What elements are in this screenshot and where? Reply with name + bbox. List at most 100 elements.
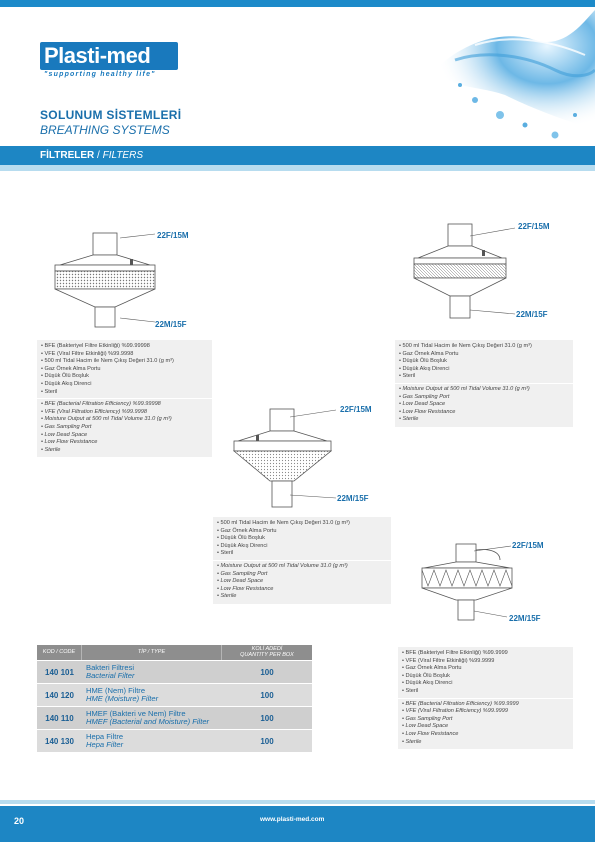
- row-qty: 100: [260, 667, 274, 677]
- product-3-specs: 500 ml Tidal Hacim ile Nem Çıkış Değeri …: [213, 517, 391, 604]
- row-qty: 100: [260, 736, 274, 746]
- bacterial-filter-drawing: [54, 232, 156, 328]
- feature-item: Gaz Örnek Alma Portu: [399, 351, 569, 359]
- feature-item: Gaz Örnek Alma Portu: [402, 665, 569, 673]
- feature-item: Low Dead Space: [399, 401, 569, 409]
- hepa-filter-drawing: [421, 543, 513, 621]
- feature-item: Steril: [402, 688, 569, 696]
- col-header-code: KOD / CODE: [37, 645, 82, 660]
- feature-item: Low Dead Space: [217, 578, 387, 586]
- divider: [213, 559, 391, 561]
- feature-item: 500 ml Tidal Hacim ile Nem Çıkış Değeri …: [217, 520, 387, 528]
- product-4-top-connector: 22F/15M: [512, 541, 544, 550]
- divider: [395, 382, 573, 384]
- product-1-specs: BFE (Bakteriyel Filtre Etkinliği) %99.99…: [37, 340, 212, 458]
- feature-item: Düşük Ölü Boşluk: [41, 373, 208, 381]
- col-header-qty-en: QUANTITY PER BOX: [240, 651, 294, 658]
- table-body: 140 101 Bakteri Filtresi Bacterial Filte…: [37, 660, 312, 752]
- website-link[interactable]: www.plasti-med.com: [260, 816, 325, 823]
- feature-item: Low Flow Resistance: [399, 409, 569, 417]
- product-3-leader-lines: [290, 409, 337, 499]
- hme-filter-drawing: [413, 223, 507, 319]
- feature-item: Düşük Akış Direnci: [399, 366, 569, 374]
- feature-item: VFE (Viral Filtre Etkinliği) %99.9999: [402, 658, 569, 666]
- feature-item: VFE (Viral Filtration Efficiency) %99.99…: [402, 708, 569, 716]
- section-title-tr: FİLTRELER: [40, 150, 95, 161]
- page-title-tr: SOLUNUM SİSTEMLERİ: [40, 108, 182, 122]
- feature-item: Low Dead Space: [402, 723, 569, 731]
- feature-item: VFE (Viral Filtration Efficiency) %99.99…: [41, 409, 208, 417]
- footer-bar: [0, 806, 595, 842]
- section-header-bar: [0, 146, 595, 165]
- product-1-features-en: BFE (Bacterial Filtration Efficiency) %9…: [41, 401, 208, 454]
- col-header-type: TİP / TYPE: [82, 645, 222, 660]
- product-3-features-tr: 500 ml Tidal Hacim ile Nem Çıkış Değeri …: [217, 520, 387, 558]
- col-header-qty-tr: KOLİ ADEDİ: [251, 646, 283, 652]
- section-title-en: FILTERS: [102, 150, 143, 161]
- feature-item: Low Flow Resistance: [217, 586, 387, 594]
- row-type-tr: Bakteri Filtresi: [86, 663, 135, 672]
- section-title: FİLTRELER / FILTERS: [40, 150, 143, 161]
- feature-item: Sterile: [399, 416, 569, 424]
- brand-logo: Plasti-med "supporting healthy life": [40, 42, 178, 82]
- row-type: Hepa Filtre Hepa Filter: [82, 730, 222, 752]
- feature-item: 500 ml Tidal Hacim ile Nem Çıkış Değeri …: [399, 343, 569, 351]
- feature-item: BFE (Bacterial Filtration Efficiency) %9…: [41, 401, 208, 409]
- row-code: 140 101: [45, 667, 74, 677]
- feature-item: Gaz Örnek Alma Portu: [217, 528, 387, 536]
- feature-item: BFE (Bakteriyel Filtre Etkinliği) %99.99…: [41, 343, 208, 351]
- feature-item: Düşük Akış Direnci: [41, 381, 208, 389]
- feature-item: Düşük Akış Direnci: [402, 680, 569, 688]
- feature-item: Düşük Ölü Boşluk: [217, 535, 387, 543]
- row-type-en: Bacterial Filter: [86, 671, 135, 680]
- feature-item: Düşük Ölü Boşluk: [399, 358, 569, 366]
- product-2-features-tr: 500 ml Tidal Hacim ile Nem Çıkış Değeri …: [399, 343, 569, 381]
- table-row: 140 110 HMEF (Bakteri ve Nem) Filtre HME…: [37, 706, 312, 729]
- feature-item: Steril: [399, 373, 569, 381]
- product-1-top-connector: 22F/15M: [157, 231, 189, 240]
- feature-item: Moisture Output at 500 ml Tidal Volume 3…: [399, 386, 569, 394]
- row-type: Bakteri Filtresi Bacterial Filter: [82, 661, 222, 683]
- product-3-features-en: Moisture Output at 500 ml Tidal Volume 3…: [217, 563, 387, 601]
- row-code: 140 130: [45, 736, 74, 746]
- product-2-leader-lines: [470, 227, 516, 315]
- page-number: 20: [14, 816, 25, 826]
- feature-item: Steril: [217, 550, 387, 558]
- product-4-features-en: BFE (Bacterial Filtration Efficiency) %9…: [402, 701, 569, 747]
- row-type-tr: HME (Nem) Filtre: [86, 686, 146, 695]
- feature-item: Moisture Output at 500 ml Tidal Volume 3…: [41, 416, 208, 424]
- row-type-tr: HMEF (Bakteri ve Nem) Filtre: [86, 709, 186, 718]
- water-splash-image: [435, 10, 595, 139]
- feature-item: 500 ml Tidal Hacim ile Nem Çıkış Değeri …: [41, 358, 208, 366]
- brand-tagline: "supporting healthy life": [44, 71, 156, 78]
- top-accent-bar: [0, 0, 595, 7]
- product-4-leader-lines: [474, 545, 512, 618]
- feature-item: Low Flow Resistance: [41, 439, 208, 447]
- row-qty: 100: [260, 713, 274, 723]
- row-type-en: HMEF (Bacterial and Moisture) Filter: [86, 717, 210, 726]
- section-strip: [0, 165, 595, 171]
- feature-item: Düşük Ölü Boşluk: [402, 673, 569, 681]
- product-2-top-connector: 22F/15M: [518, 222, 550, 231]
- footer-strip: [0, 800, 595, 804]
- feature-item: VFE (Viral Filtre Etkinliği) %99.9998: [41, 351, 208, 359]
- divider: [398, 697, 573, 699]
- row-qty: 100: [260, 690, 274, 700]
- product-4-bottom-connector: 22M/15F: [509, 614, 541, 623]
- feature-item: Gas Sampling Port: [399, 394, 569, 402]
- feature-item: Gas Sampling Port: [402, 716, 569, 724]
- product-4-features-tr: BFE (Bakteriyel Filtre Etkinliği) %99.99…: [402, 650, 569, 696]
- brand-name: Plasti-med: [40, 42, 178, 70]
- feature-item: Low Dead Space: [41, 432, 208, 440]
- feature-item: Gaz Örnek Alma Portu: [41, 366, 208, 374]
- row-type-en: Hepa Filter: [86, 740, 124, 749]
- row-type-tr: Hepa Filtre: [86, 732, 124, 741]
- table-row: 140 130 Hepa Filtre Hepa Filter 100: [37, 729, 312, 752]
- divider: [37, 398, 212, 400]
- feature-item: Sterile: [402, 739, 569, 747]
- feature-item: Sterile: [41, 447, 208, 455]
- feature-item: BFE (Bacterial Filtration Efficiency) %9…: [402, 701, 569, 709]
